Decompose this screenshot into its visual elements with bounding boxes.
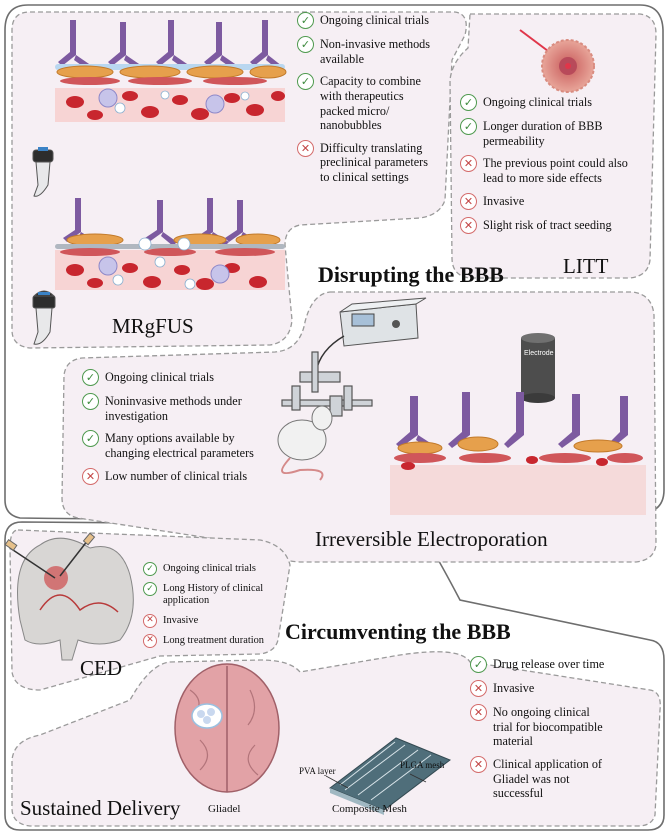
pro-item: ✓ Noninvasive methods under investigation <box>82 393 272 423</box>
item-text: Drug release over time <box>493 657 605 671</box>
pro-item: ✓ Ongoing clinical trials <box>143 562 283 576</box>
plga-mesh-label: PLGA mesh <box>400 760 445 770</box>
item-text: Low number of clinical trials <box>105 468 248 483</box>
check-circle-icon: ✓ <box>82 369 99 386</box>
x-circle-icon: ✕ <box>297 139 314 157</box>
x-circle-icon: ✕ <box>470 755 487 773</box>
gliadel-brain <box>174 663 280 793</box>
item-text: Difficulty translating preclinical param… <box>320 140 428 185</box>
ced-brain-slice <box>4 532 134 661</box>
litt-pros-cons: ✓ Ongoing clinical trials ✓ Longer duration… <box>460 94 650 242</box>
con-item: ✕ Low number of clinical trials <box>82 467 272 485</box>
pro-item: ✓ Ongoing clinical trials <box>82 369 272 386</box>
electrode-label: Electrode <box>524 350 554 357</box>
con-item: ✕ Clinical application of Gliadel was not… <box>470 755 650 801</box>
item-text: Ongoing clinical trials <box>105 370 214 384</box>
item-text: Ongoing clinical trials <box>163 563 256 574</box>
x-circle-icon: ✕ <box>143 633 157 648</box>
x-circle-icon: ✕ <box>470 680 487 697</box>
sustained-panel <box>11 651 661 827</box>
check-circle-icon: ✓ <box>143 582 157 596</box>
pro-item: ✓ Ongoing clinical trials <box>460 94 650 111</box>
composite-mesh <box>325 737 452 815</box>
ultrasound-probe-bottom <box>32 290 56 345</box>
con-item: ✕ Slight risk of tract seeding <box>460 216 650 234</box>
con-item: ✕ Long treatment duration <box>143 633 283 648</box>
item-text: Invasive <box>163 614 199 626</box>
con-item: ✕ Invasive <box>460 192 650 210</box>
ire-pros-cons: ✓ Ongoing clinical trials ✓ Noninvasive met… <box>82 369 272 493</box>
check-circle-icon: ✓ <box>297 36 314 53</box>
check-circle-icon: ✓ <box>460 94 477 111</box>
item-text: Ongoing clinical trials <box>483 95 592 109</box>
item-text: The previous point could also lead to mo… <box>483 156 628 185</box>
pro-item: ✓ Ongoing clinical trials <box>297 12 457 29</box>
pro-item: ✓ Longer duration of BBB permeability <box>460 118 650 148</box>
item-text: No ongoing clinical trial for biocompati… <box>493 705 603 749</box>
item-text: Noninvasive methods under investigation <box>105 394 242 423</box>
con-item: ✕ Difficulty translating preclinical para… <box>297 139 457 185</box>
sustained-pros-cons: ✓ Drug release over time ✕ Invasive ✕ No ongo… <box>470 656 650 809</box>
item-text: Capacity to combine with therapeutics pa… <box>320 74 421 133</box>
pro-item: ✓ Non-invasive methods available <box>297 36 457 66</box>
check-circle-icon: ✓ <box>297 12 314 29</box>
x-circle-icon: ✕ <box>470 704 487 721</box>
ultrasound-probe-top <box>32 147 54 197</box>
item-text: Ongoing clinical trials <box>320 13 429 27</box>
litt-label: LITT <box>563 254 609 278</box>
x-circle-icon: ✕ <box>460 155 477 173</box>
check-circle-icon: ✓ <box>297 73 314 91</box>
disrupting-title: Disrupting the BBB <box>318 262 504 287</box>
item-text: Invasive <box>483 193 525 208</box>
ire-generator <box>339 297 427 347</box>
disrupted-bbb-illustration <box>55 198 285 290</box>
mrgfus-label: MRgFUS <box>112 314 194 338</box>
check-circle-icon: ✓ <box>82 430 99 448</box>
con-item: ✕ The previous point could also lead to m… <box>460 155 650 185</box>
pro-item: ✓ Many options available by changing elec… <box>82 430 272 460</box>
item-text: Long History of clinical application <box>163 583 264 607</box>
item-text: Invasive <box>493 681 535 695</box>
sustained-label: Sustained Delivery <box>20 796 181 820</box>
check-circle-icon: ✓ <box>460 118 477 135</box>
electrode-cylinder <box>521 333 555 403</box>
ced-pros-cons: ✓ Ongoing clinical trials ✓ Long History of… <box>143 562 283 655</box>
mouse-illustration <box>277 405 333 481</box>
item-text: Slight risk of tract seeding <box>483 217 612 232</box>
con-item: ✕ No ongoing clinical trial for biocompat… <box>470 704 650 749</box>
composite-mesh-label: Composite Mesh <box>332 803 407 815</box>
check-circle-icon: ✓ <box>143 562 157 576</box>
litt-tumor-illustration <box>519 29 595 93</box>
check-circle-icon: ✓ <box>82 393 99 410</box>
item-text: Many options available by changing elect… <box>105 431 254 460</box>
pro-item: ✓ Long History of clinical application <box>143 582 283 608</box>
mrgfus-pros-cons: ✓ Ongoing clinical trials ✓ Non-invasive me… <box>297 12 457 193</box>
item-text: Clinical application of Gliadel was not … <box>493 756 602 801</box>
x-circle-icon: ✕ <box>82 467 99 485</box>
pro-item: ✓ Capacity to combine with therapeutics p… <box>297 73 457 133</box>
ire-bbb-illustration <box>390 392 646 515</box>
gliadel-label: Gliadel <box>208 803 241 815</box>
intact-bbb-illustration <box>55 20 287 122</box>
con-item: ✕ Invasive <box>143 613 283 628</box>
pro-item: ✓ Drug release over time <box>470 656 650 673</box>
litt-panel <box>449 13 657 279</box>
x-circle-icon: ✕ <box>460 216 477 234</box>
check-circle-icon: ✓ <box>470 656 487 673</box>
item-text: Non-invasive methods available <box>320 37 431 66</box>
con-item: ✕ Invasive <box>470 680 650 697</box>
ire-label: Irreversible Electroporation <box>315 527 548 551</box>
item-text: Long treatment duration <box>163 634 264 646</box>
x-circle-icon: ✕ <box>143 613 157 628</box>
ced-label: CED <box>80 656 122 680</box>
pva-layer-label: PVA layer <box>299 766 336 776</box>
item-text: Longer duration of BBB permeability <box>483 119 603 148</box>
x-circle-icon: ✕ <box>460 192 477 210</box>
circumventing-title: Circumventing the BBB <box>285 619 511 644</box>
stereotaxic-frame <box>281 351 373 417</box>
